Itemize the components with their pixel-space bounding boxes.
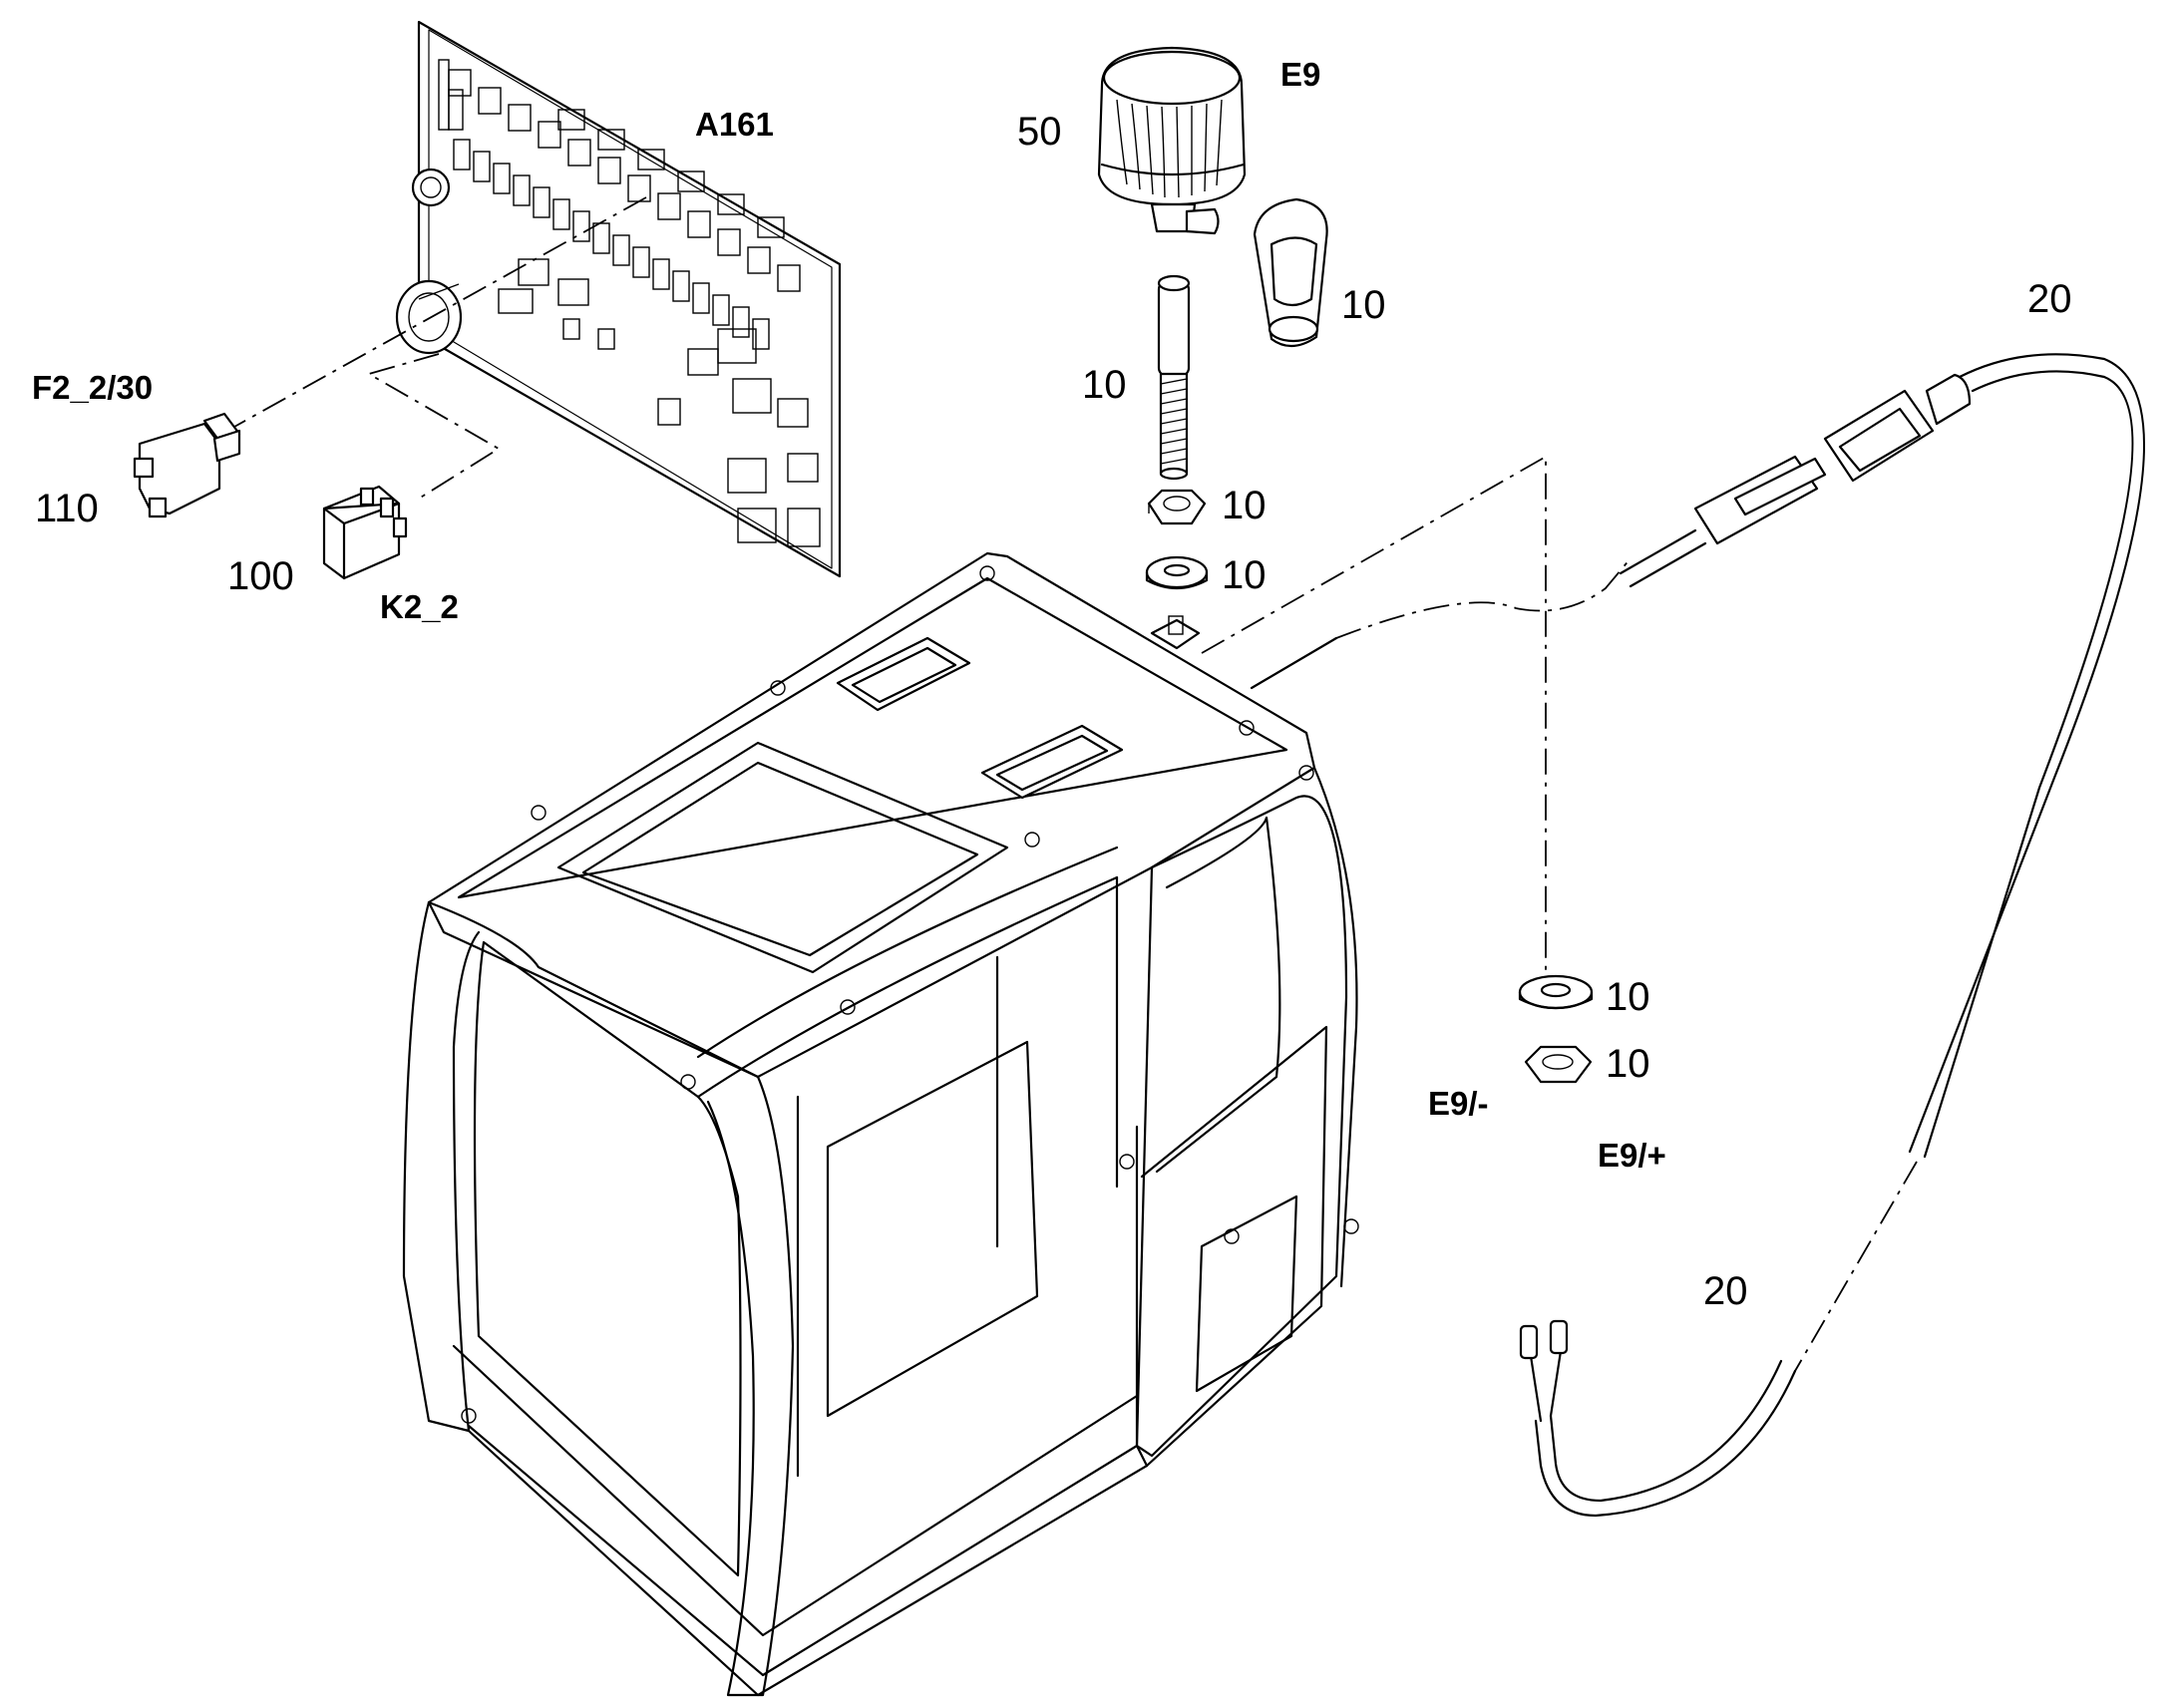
label-k2-2: K2_2 bbox=[380, 588, 459, 625]
label-e9-plus: E9/+ bbox=[1598, 1137, 1666, 1174]
leader-line-relay bbox=[366, 353, 501, 500]
circuit-board-a161 bbox=[395, 20, 842, 578]
cable-harness bbox=[1250, 353, 2146, 1518]
leader-line-beacon-to-washer bbox=[1201, 455, 1547, 972]
label-10-nut-bottom: 10 bbox=[1606, 1042, 1650, 1086]
lower-nut bbox=[1524, 1045, 1593, 1084]
label-100: 100 bbox=[227, 554, 294, 598]
operator-cab bbox=[402, 551, 1359, 1697]
beacon-protective-cap bbox=[1253, 197, 1328, 348]
label-f2-2-30: F2_2/30 bbox=[32, 369, 154, 406]
label-110: 110 bbox=[35, 487, 99, 530]
label-10-stem: 10 bbox=[1082, 363, 1127, 407]
label-50: 50 bbox=[1017, 110, 1062, 154]
label-a161: A161 bbox=[695, 106, 774, 143]
label-20-bottom: 20 bbox=[1703, 1269, 1748, 1313]
lower-washer bbox=[1518, 974, 1594, 1010]
label-10-washer-bottom: 10 bbox=[1606, 975, 1650, 1019]
label-10-washer-top: 10 bbox=[1222, 553, 1267, 597]
label-20-top: 20 bbox=[2027, 277, 2072, 321]
fuse-f2-2-30 bbox=[133, 412, 241, 518]
label-e9: E9 bbox=[1280, 56, 1321, 93]
upper-nut bbox=[1147, 489, 1207, 525]
relay-k2-2 bbox=[322, 485, 408, 580]
beacon-light-e9 bbox=[1097, 46, 1247, 235]
upper-washer bbox=[1145, 555, 1209, 590]
beacon-mount-stem bbox=[1157, 274, 1191, 481]
label-10-nut-top: 10 bbox=[1222, 484, 1267, 527]
roof-mount-boss bbox=[1150, 615, 1201, 650]
leader-line-fuse bbox=[233, 196, 647, 428]
label-10-cap: 10 bbox=[1341, 283, 1386, 327]
label-e9-minus: E9/- bbox=[1428, 1085, 1489, 1122]
